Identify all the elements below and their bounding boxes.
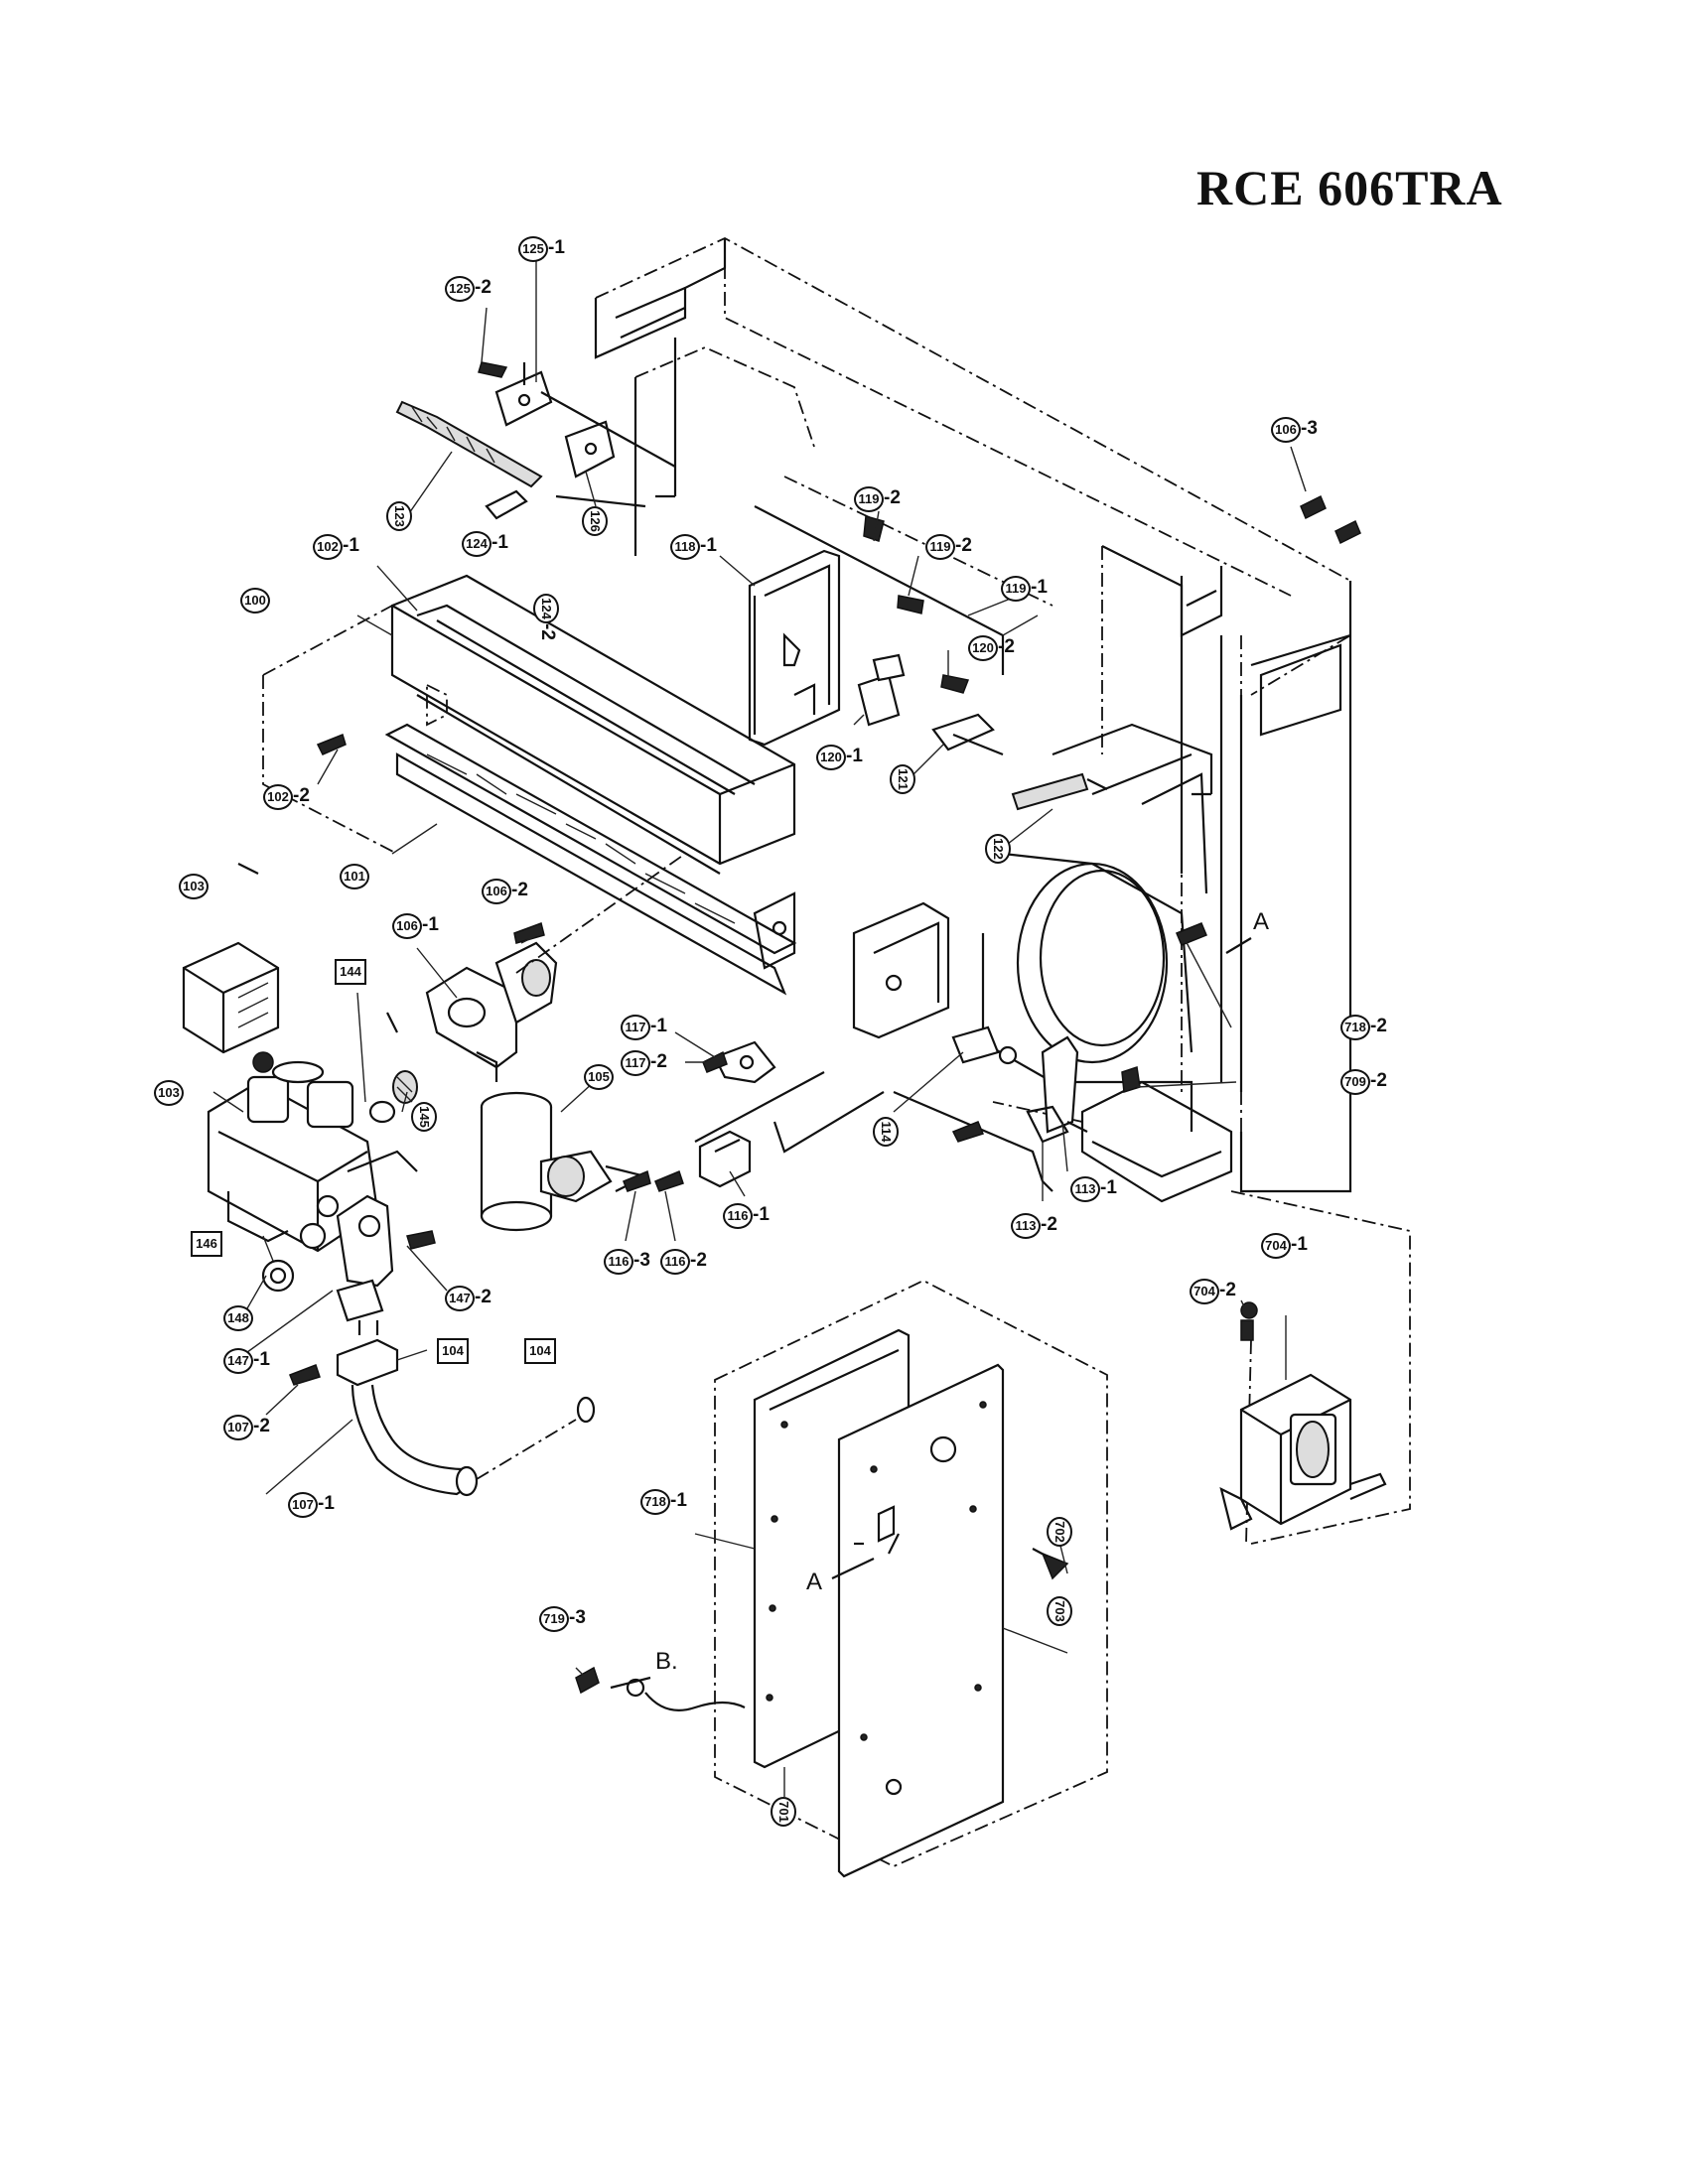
callout-107-2: 107-2 bbox=[223, 1415, 270, 1440]
callout-704-2: 704-2 bbox=[1190, 1279, 1236, 1304]
callout-704-1: 704-1 bbox=[1261, 1233, 1308, 1259]
callout-102-1: 102-1 bbox=[313, 534, 359, 560]
screws bbox=[289, 361, 1361, 1695]
callout-113-1: 113-1 bbox=[1070, 1176, 1117, 1202]
callout-116-2: 116-2 bbox=[660, 1249, 707, 1275]
callout-148: 148 bbox=[223, 1305, 253, 1331]
callout-118-1: 118-1 bbox=[670, 534, 717, 560]
callout-104-box: 104 bbox=[437, 1338, 469, 1364]
callout-119-2-right: 119-2 bbox=[925, 534, 972, 560]
callout-100: 100 bbox=[240, 588, 270, 614]
callout-106-3: 106-3 bbox=[1271, 417, 1318, 443]
top-small-parts bbox=[395, 362, 676, 520]
callout-106-2: 106-2 bbox=[482, 879, 528, 904]
callout-718-2: 718-2 bbox=[1340, 1015, 1387, 1040]
callout-120-1: 120-1 bbox=[816, 745, 863, 770]
transformer-704 bbox=[1219, 1301, 1387, 1545]
callout-144: 144 bbox=[335, 959, 366, 985]
callout-121: 121 bbox=[890, 764, 915, 794]
gasket-filter bbox=[237, 863, 418, 1124]
leader-lines bbox=[212, 248, 1307, 1797]
callout-701: 701 bbox=[771, 1797, 796, 1827]
pcb-assembly bbox=[626, 1279, 1108, 1878]
water-inlet-parts bbox=[261, 1194, 596, 1497]
callout-119-2-top: 119-2 bbox=[854, 486, 901, 512]
callout-103: 103 bbox=[154, 1080, 184, 1106]
callout-125-1: 125-1 bbox=[518, 236, 565, 262]
callout-104-box-2: 104 bbox=[524, 1338, 556, 1364]
marker-b: B. bbox=[655, 1648, 678, 1675]
callout-120-2: 120-2 bbox=[968, 635, 1015, 661]
callout-114: 114 bbox=[873, 1117, 899, 1147]
callout-145: 145 bbox=[411, 1102, 437, 1132]
callout-125-2: 125-2 bbox=[445, 276, 491, 302]
callout-124-1: 124-1 bbox=[462, 531, 508, 557]
callout-103-top: 103 bbox=[179, 874, 209, 899]
callout-113-2: 113-2 bbox=[1011, 1213, 1057, 1239]
burner-assembly bbox=[262, 574, 797, 996]
callout-709-2: 709-2 bbox=[1340, 1069, 1387, 1095]
callout-117-1: 117-1 bbox=[621, 1015, 667, 1040]
gas-valve-103 bbox=[182, 941, 418, 1253]
callout-147-1: 147-1 bbox=[223, 1348, 270, 1374]
mid-brackets bbox=[694, 901, 1088, 1192]
connector-parts bbox=[857, 653, 1108, 811]
marker-a-pcb: A bbox=[806, 1569, 823, 1595]
callout-718-1: 718-1 bbox=[640, 1489, 687, 1515]
callout-122: 122 bbox=[985, 834, 1011, 864]
callout-102-2: 102-2 bbox=[263, 784, 310, 810]
callout-119-1: 119-1 bbox=[1001, 576, 1048, 602]
callout-719-3: 719-3 bbox=[539, 1606, 586, 1632]
callout-116-3: 116-3 bbox=[604, 1249, 650, 1275]
marker-a-cabinet: A bbox=[1253, 908, 1270, 935]
callout-105: 105 bbox=[584, 1064, 614, 1090]
callout-703: 703 bbox=[1047, 1596, 1072, 1626]
callout-116-1: 116-1 bbox=[723, 1203, 770, 1229]
callout-126: 126 bbox=[582, 506, 608, 536]
water-valve-105 bbox=[480, 1091, 649, 1232]
callout-124-2: 124-2 bbox=[533, 594, 559, 640]
bracket-118-1 bbox=[748, 549, 841, 747]
callout-106-1: 106-1 bbox=[392, 913, 439, 939]
model-title: RCE 606TRA bbox=[1196, 160, 1503, 215]
callout-147-2: 147-2 bbox=[445, 1286, 491, 1311]
callout-123: 123 bbox=[386, 501, 412, 531]
manifold-106-1 bbox=[425, 853, 686, 1082]
callout-117-2: 117-2 bbox=[621, 1050, 667, 1076]
callout-146: 146 bbox=[191, 1231, 222, 1257]
callout-107-1: 107-1 bbox=[288, 1492, 335, 1518]
callout-702: 702 bbox=[1047, 1517, 1072, 1547]
callout-101: 101 bbox=[340, 864, 369, 889]
